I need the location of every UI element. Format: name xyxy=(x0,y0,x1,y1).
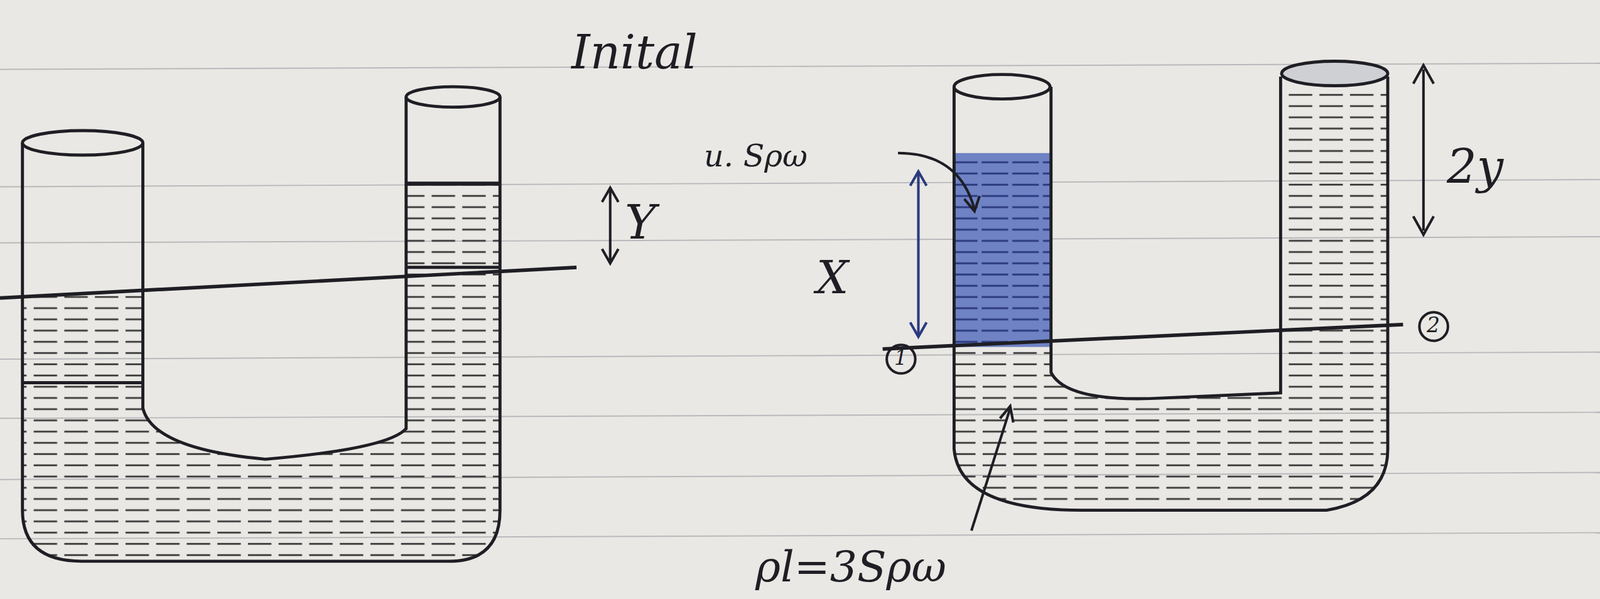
dimension-label: X xyxy=(816,254,849,301)
density-label: u. Sρω xyxy=(703,140,808,172)
point-number: 1 xyxy=(894,347,908,368)
dimension-label: Y xyxy=(624,199,657,247)
heading-text: Inital xyxy=(571,28,698,76)
dimension-label: 2y xyxy=(1446,143,1504,191)
final-u-tube xyxy=(882,61,1449,532)
initial-u-tube xyxy=(0,86,619,562)
density-ratio: ρl=3Sρω xyxy=(755,545,947,589)
point-number: 2 xyxy=(1426,314,1440,336)
